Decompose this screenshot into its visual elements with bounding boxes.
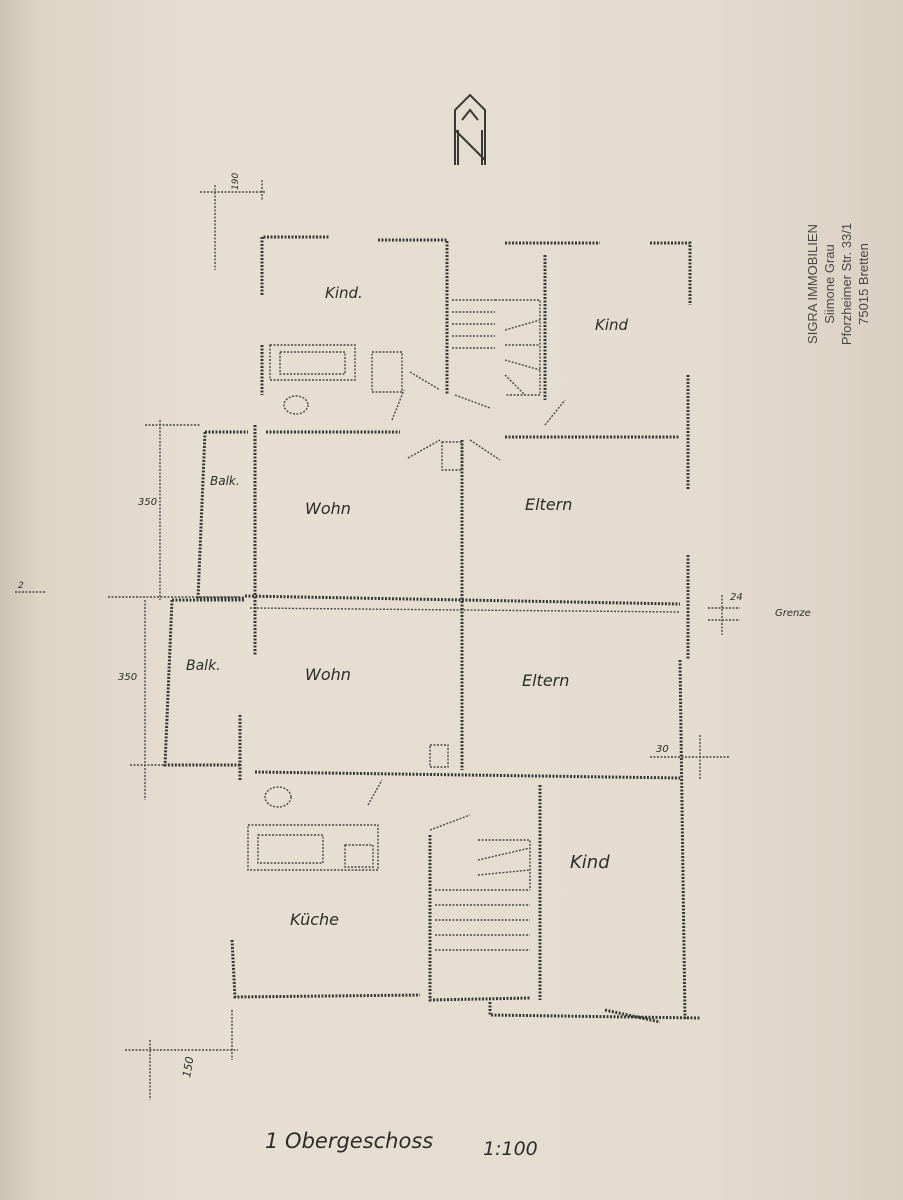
room-label-kind: Kind — [570, 852, 610, 873]
walls — [15, 180, 740, 1100]
dimension-label: 2 — [18, 581, 24, 591]
floor-title: 1 Obergeschoss — [265, 1129, 433, 1153]
dimension-label: 350 — [118, 672, 137, 683]
scale-label: 1:100 — [483, 1138, 538, 1160]
stamp-company: SIGRA IMMOBILIEN — [805, 224, 820, 344]
room-label-kind: Kind — [595, 316, 629, 334]
room-label-eltern: Eltern — [525, 495, 572, 514]
room-label-kueche: Küche — [290, 910, 339, 929]
dimension-label: 30 — [656, 744, 669, 755]
dimension-label: 190 — [231, 173, 241, 190]
dimension-label: 150 — [180, 1056, 196, 1079]
stamp-name: Siimone Grau — [822, 244, 837, 324]
dimension-label: 350 — [138, 497, 157, 508]
room-label-balkon: Balk. — [186, 658, 221, 674]
boundary-label: Grenze — [775, 608, 811, 619]
dimension-label: 24 — [730, 592, 743, 603]
stamp-city: 75015 Bretten — [856, 243, 871, 325]
agency-stamp: SIGRA IMMOBILIEN Siimone Grau Pforzheime… — [804, 184, 872, 384]
north-arrow-icon — [454, 93, 486, 165]
room-label-eltern: Eltern — [522, 671, 569, 690]
room-label-kind: Kind. — [325, 284, 363, 302]
room-label-balkon: Balk. — [210, 474, 240, 488]
room-label-wohn: Wohn — [305, 665, 351, 684]
stamp-street: Pforzheimer Str. 33/1 — [839, 222, 854, 346]
room-label-wohn: Wohn — [305, 499, 351, 518]
